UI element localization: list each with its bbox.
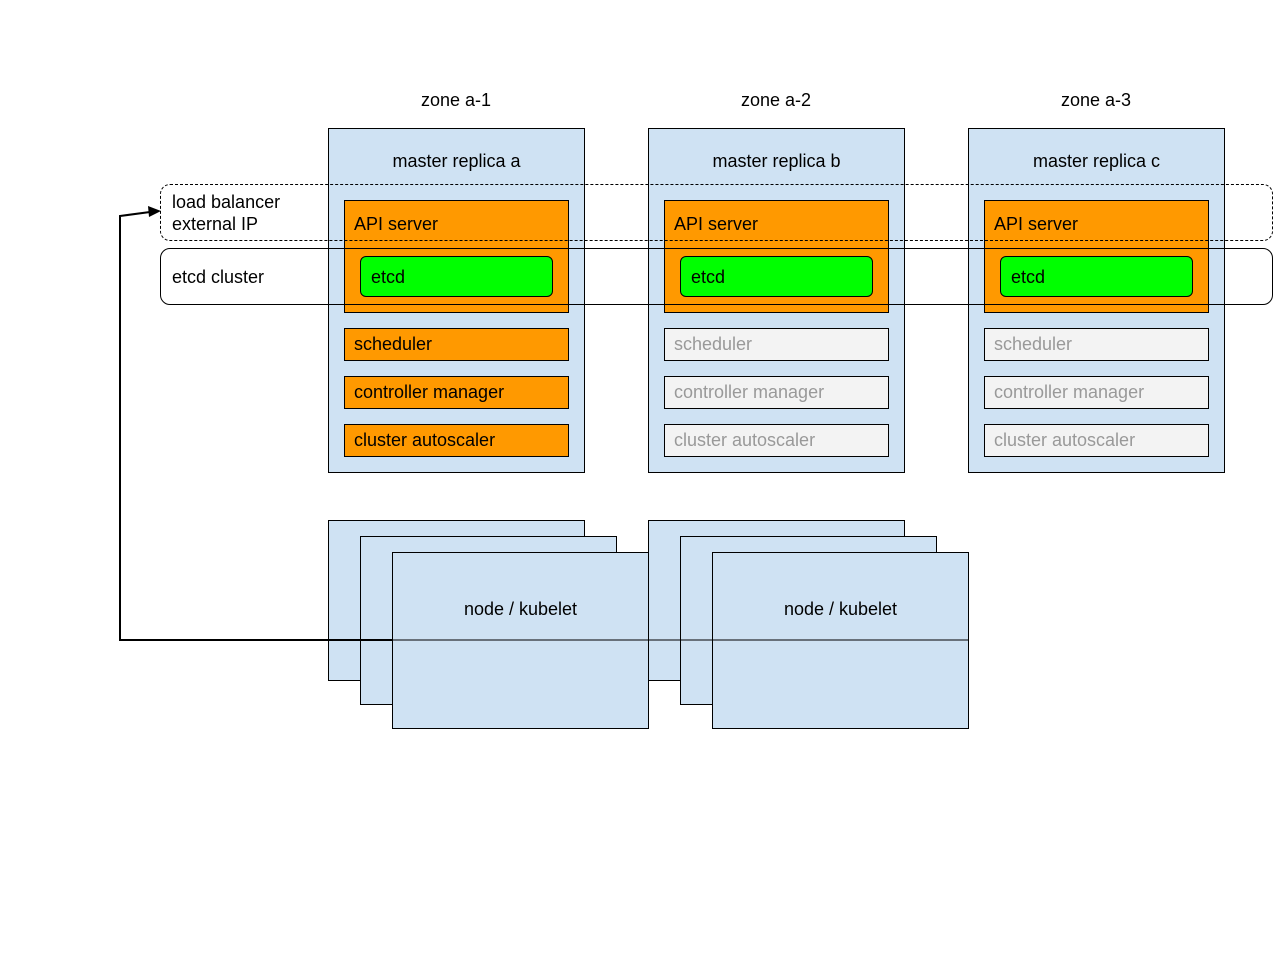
load-balancer-band [160, 184, 1273, 241]
scheduler-a: scheduler [344, 328, 569, 361]
node-label: node / kubelet [463, 599, 578, 619]
scheduler-b: scheduler [664, 328, 889, 361]
api-server-label: API server [674, 214, 759, 234]
api-server-label: API server [994, 214, 1079, 234]
master-title: master replica a [392, 151, 521, 171]
master-title: master replica b [712, 151, 841, 171]
etcd-b: etcd [680, 256, 873, 297]
load-balancer-label: load balancer external IP [172, 191, 280, 235]
cluster-autoscaler-a: cluster autoscaler [344, 424, 569, 457]
etcd-label: etcd [1011, 267, 1046, 287]
etcd-a: etcd [360, 256, 553, 297]
etcd-c: etcd [1000, 256, 1193, 297]
cluster-autoscaler-b: cluster autoscaler [664, 424, 889, 457]
load-balancer-line1: load balancer [172, 192, 281, 212]
etcd-label: etcd [691, 267, 726, 287]
etcd-label: etcd [371, 267, 406, 287]
controller-manager-c: controller manager [984, 376, 1209, 409]
etcd-cluster-label: etcd cluster [172, 267, 265, 287]
lb-arrowhead [148, 206, 161, 217]
etcd-cluster-band [160, 248, 1273, 305]
zone-label-a3: zone a-3 [1060, 90, 1132, 110]
node-label: node / kubelet [783, 599, 898, 619]
master-title: master replica c [1032, 151, 1161, 171]
controller-manager-a: controller manager [344, 376, 569, 409]
api-server-label: API server [354, 214, 439, 234]
cluster-autoscaler-c: cluster autoscaler [984, 424, 1209, 457]
scheduler-c: scheduler [984, 328, 1209, 361]
lb-arrow-line [119, 211, 392, 641]
zone-label-a2: zone a-2 [740, 90, 812, 110]
node-2: node / kubelet [712, 552, 969, 729]
zone-label-a1: zone a-1 [420, 90, 492, 110]
load-balancer-line2: external IP [172, 214, 259, 234]
controller-manager-b: controller manager [664, 376, 889, 409]
